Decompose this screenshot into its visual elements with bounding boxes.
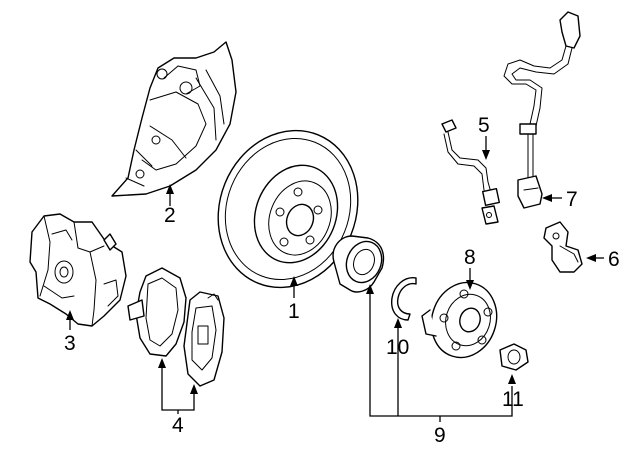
abs-sensor bbox=[543, 221, 583, 273]
brake-hose bbox=[441, 119, 501, 225]
callout-7: 7 bbox=[566, 188, 578, 211]
brake-pads bbox=[127, 267, 225, 387]
brake-caliper bbox=[29, 213, 127, 327]
callout-8: 8 bbox=[464, 246, 476, 269]
hub-nut bbox=[499, 343, 529, 371]
abs-sensor-wire bbox=[503, 11, 581, 209]
callout-5: 5 bbox=[478, 114, 490, 137]
leader-lines bbox=[66, 136, 604, 422]
callout-labels: 1 2 3 4 5 6 7 8 9 10 11 bbox=[64, 114, 620, 447]
callout-2: 2 bbox=[164, 204, 176, 227]
callout-3: 3 bbox=[64, 332, 76, 355]
brake-rotor bbox=[217, 129, 359, 289]
wheel-hub bbox=[421, 281, 498, 359]
callout-11: 11 bbox=[502, 388, 524, 411]
splash-shield bbox=[111, 41, 237, 197]
wheel-bearing bbox=[332, 235, 385, 293]
callout-4: 4 bbox=[172, 414, 184, 437]
callout-9: 9 bbox=[434, 424, 446, 447]
callout-1: 1 bbox=[288, 300, 300, 323]
snap-ring bbox=[391, 277, 417, 321]
callout-6: 6 bbox=[608, 248, 620, 271]
callout-10: 10 bbox=[386, 336, 409, 359]
